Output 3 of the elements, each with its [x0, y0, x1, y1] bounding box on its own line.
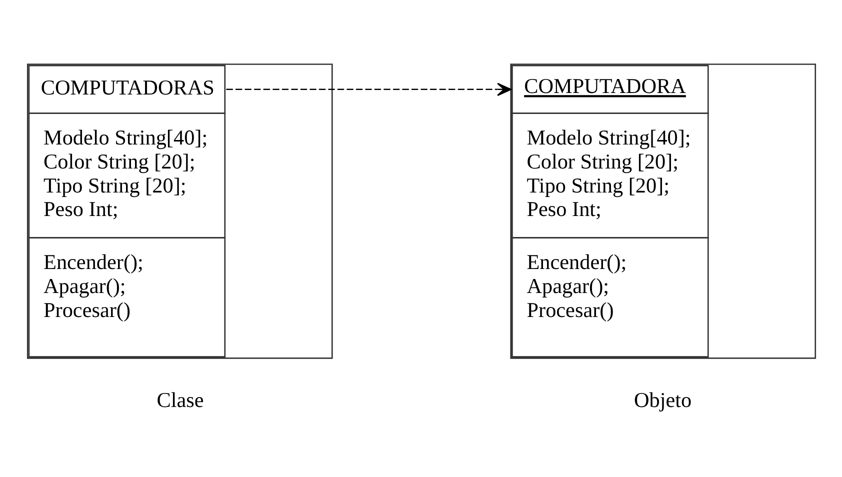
arrow	[226, 82, 512, 96]
node-label: Objeto	[633, 387, 692, 412]
node-label: Clase	[156, 387, 204, 412]
